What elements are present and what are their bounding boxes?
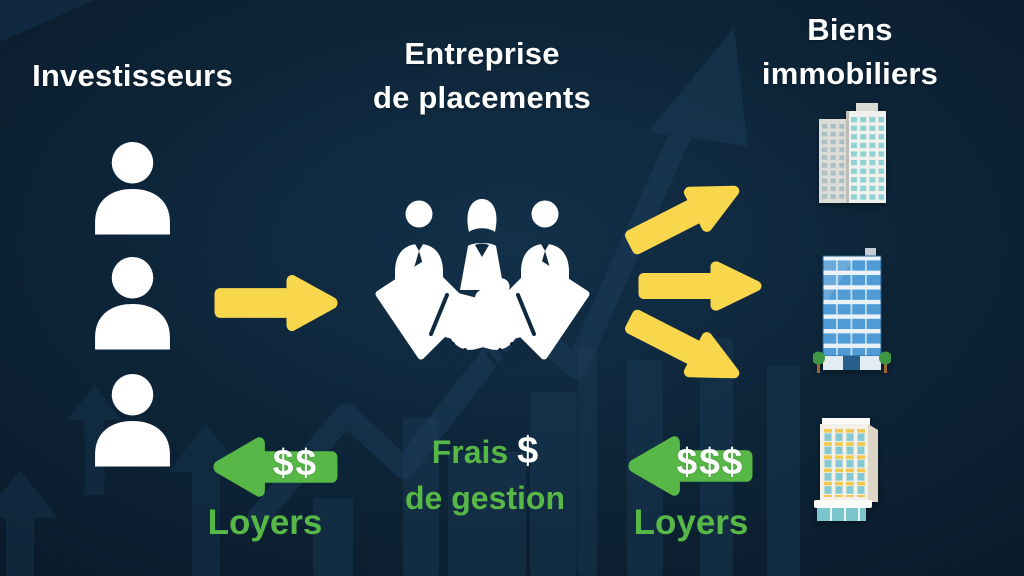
distribute-arrow-middle-icon (634, 257, 764, 315)
rent-label-right: Loyers (633, 503, 749, 542)
rent-amount-left: $$ (272, 442, 319, 483)
glass-tower-icon (813, 244, 891, 376)
invest-arrow-right-icon (210, 270, 340, 336)
company-title: Entreprise de placements (357, 32, 607, 120)
fees-line2: de gestion (404, 480, 565, 516)
distribute-arrow-top-icon (612, 162, 754, 273)
office-tower-icon (814, 97, 892, 209)
tree-icon (813, 351, 891, 373)
investors-title: Investisseurs (10, 54, 255, 98)
rent-arrow-left-icon: $$ (211, 432, 342, 502)
person-icon (90, 256, 175, 350)
rent-amount-right: $$$ (676, 441, 745, 482)
rent-arrow-left-icon: $$$ (626, 431, 757, 501)
team-handshake-icon (375, 198, 590, 400)
person-icon (90, 373, 175, 467)
rent-label-left: Loyers (207, 503, 323, 542)
person-icon (90, 141, 175, 235)
properties-title-line1: Biens (807, 12, 893, 47)
company-title-line2: de placements (373, 80, 591, 115)
properties-title-line2: immobiliers (761, 56, 939, 91)
investors-title-text: Investisseurs (32, 58, 233, 93)
distribute-arrow-bottom-icon (612, 292, 754, 403)
apartment-building-icon (806, 416, 886, 522)
management-fees-label: Frais$ de gestion (385, 432, 585, 517)
properties-title: Biens immobiliers (740, 8, 960, 96)
fees-word: Frais (431, 434, 509, 470)
dollar-sign: $ (517, 430, 539, 472)
company-title-line1: Entreprise (404, 36, 560, 71)
